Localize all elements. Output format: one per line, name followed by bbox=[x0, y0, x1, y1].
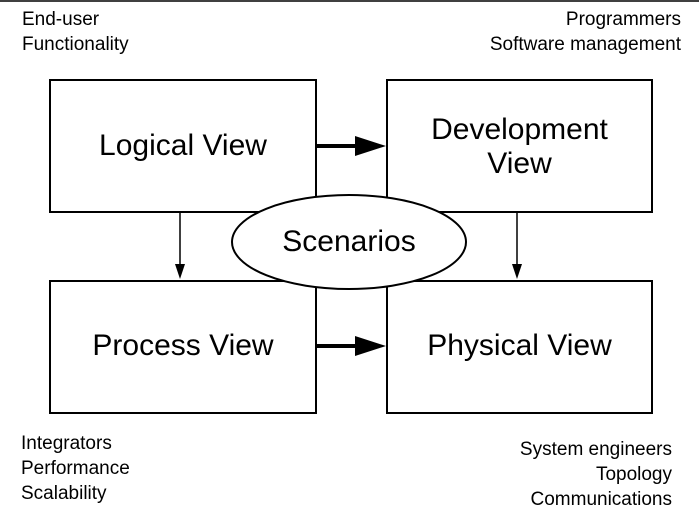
scenarios-label: Scenarios bbox=[282, 225, 416, 258]
process-stakeholders: Integrators Performance Scalability bbox=[21, 431, 130, 506]
stakeholder-text: System engineers bbox=[519, 439, 672, 460]
stakeholder-text: Performance bbox=[21, 458, 130, 479]
development-view-label-line2: View bbox=[487, 147, 552, 180]
development-stakeholders: Programmers Software management bbox=[490, 7, 681, 57]
development-view-label-line1: Development bbox=[431, 113, 608, 146]
stakeholder-text: Scalability bbox=[21, 483, 107, 504]
process-view-box bbox=[49, 280, 317, 414]
scenarios-ellipse bbox=[231, 194, 467, 290]
stakeholder-text: Topology bbox=[595, 464, 672, 485]
process-to-physical-arrow bbox=[316, 336, 386, 356]
development-view-label: Development View bbox=[387, 113, 652, 181]
stakeholder-text: Communications bbox=[530, 489, 673, 510]
stakeholder-text: Integrators bbox=[21, 433, 112, 454]
logical-stakeholders: End-user Functionality bbox=[22, 7, 129, 57]
logical-to-development-arrow bbox=[316, 136, 386, 156]
stakeholder-text: End-user bbox=[22, 9, 100, 30]
process-view-label: Process View bbox=[92, 329, 274, 362]
logical-to-process-arrow bbox=[175, 212, 185, 279]
development-view-box bbox=[386, 79, 653, 213]
logical-view-label: Logical View bbox=[99, 129, 267, 162]
stakeholder-text: Programmers bbox=[565, 9, 681, 30]
stakeholder-text: Functionality bbox=[22, 34, 129, 55]
physical-stakeholders: System engineers Topology Communications bbox=[520, 437, 672, 512]
logical-view-box bbox=[49, 79, 317, 213]
stakeholder-text: Software management bbox=[489, 34, 681, 55]
development-to-physical-arrow bbox=[512, 212, 522, 279]
physical-view-label: Physical View bbox=[427, 329, 612, 362]
physical-view-box bbox=[386, 280, 653, 414]
